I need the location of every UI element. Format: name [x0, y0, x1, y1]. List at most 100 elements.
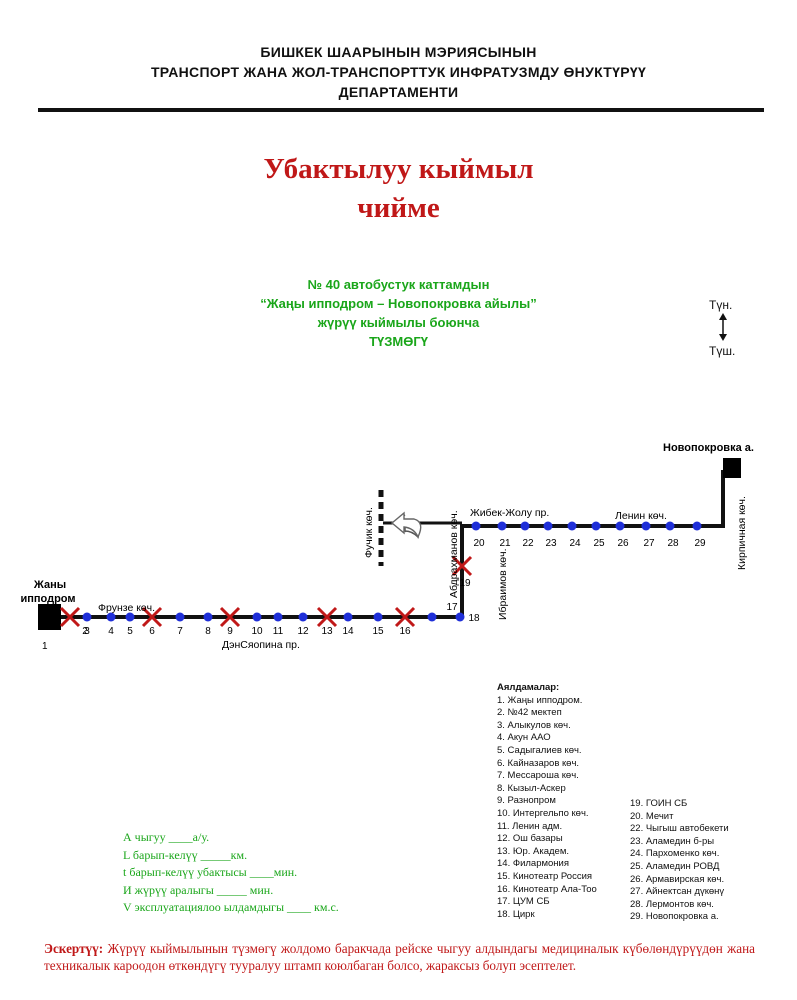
- header-line-2: ТРАНСПОРТ ЖАНА ЖОЛ-ТРАНСПОРТТУК ИНФРАТУЗ…: [150, 64, 647, 80]
- param-t: t барып-келүү убактысы ____мин.: [123, 865, 298, 880]
- stop-number: 19: [459, 578, 471, 589]
- stop-marker: [373, 612, 383, 622]
- street-densyaopina: ДэнСяопина пр.: [222, 639, 300, 651]
- stops-legend: Аялдамалар: 1. Жаңы ипподром.2. №42 мект…: [497, 682, 597, 921]
- closed-stop-icon: [316, 606, 338, 628]
- route-line-4: ТҮЗМӨГҮ: [369, 334, 428, 349]
- legend-item: 26. Армавирская көч.: [630, 873, 725, 885]
- street-kirpichnaya: Кирпичная көч.: [736, 496, 748, 570]
- stop-number: 28: [667, 538, 679, 549]
- closed-stop-icon: [394, 606, 416, 628]
- stop-number: 12: [297, 626, 309, 637]
- legend-item: 14. Филармония: [497, 858, 569, 870]
- legend-item: 25. Аламедин РОВД: [630, 860, 720, 872]
- stop-number: 24: [569, 538, 581, 549]
- stop-marker: [591, 521, 601, 531]
- legend-item: 4. Акун ААО: [497, 732, 551, 744]
- legend-item: 20. Мечит: [630, 810, 674, 822]
- stop-number: 6: [149, 626, 155, 637]
- stop-marker: [455, 612, 465, 622]
- header-line-3: ДЕПАРТАМЕНТИ: [338, 84, 459, 100]
- legend-item: 5. Садыгалиев көч.: [497, 744, 582, 756]
- footnote: Эскертүү: Жүрүү кыймылынын түзмөгү жолдо…: [44, 940, 755, 974]
- direction-arrow-icon: [719, 313, 727, 341]
- stop-number: 9: [227, 626, 233, 637]
- legend-heading: Аялдамалар:: [497, 682, 560, 693]
- terminus-end-marker: [723, 458, 741, 478]
- stop-number: 2: [82, 626, 88, 637]
- stop-number: 29: [694, 538, 706, 549]
- stop-number: 22: [522, 538, 534, 549]
- stop-number: 14: [342, 626, 354, 637]
- direction-north-label: Түн.: [709, 298, 733, 312]
- stop-number: 16: [399, 626, 411, 637]
- legend-item: 6. Кайназаров көч.: [497, 757, 580, 769]
- stop-number: 21: [499, 538, 511, 549]
- legend-item: 2. №42 мектеп: [497, 707, 562, 719]
- stop-number: 8: [205, 626, 211, 637]
- param-l: L барып-келүү _____км.: [123, 847, 248, 862]
- stop-number: 13: [321, 626, 333, 637]
- terminus-start-marker: [38, 604, 61, 630]
- legend-item: 19. ГОИН СБ: [630, 798, 688, 809]
- stop-number: 25: [593, 538, 605, 549]
- legend-item: 17. ЦУМ СБ: [497, 896, 550, 908]
- street-frunze: Фрунзе көч.: [98, 602, 155, 614]
- legend-item: 7. Мессароша көч.: [497, 770, 579, 782]
- stop-number: 7: [177, 626, 183, 637]
- street-lenin: Ленин көч.: [615, 510, 667, 522]
- footnote-label: Эскертүү:: [44, 941, 104, 956]
- stop-number: 3: [84, 626, 90, 637]
- title-line-1: Убактылуу кыймыл: [263, 153, 534, 185]
- legend-item: 28. Лермонтов көч.: [630, 898, 714, 910]
- stop-number: 17: [446, 602, 458, 613]
- stop-marker: [497, 521, 507, 531]
- stop-marker: [106, 612, 116, 622]
- legend-item: 27. Айнектсан дүкөнү: [630, 886, 725, 898]
- title-line-2: чийме: [357, 192, 440, 224]
- legend-item: 15. Кинотеатр Россия: [497, 870, 593, 882]
- param-a: А чыгуу ____а/у.: [123, 830, 210, 844]
- legend-item: 18. Цирк: [497, 908, 535, 920]
- terminus-start-label-1: Жаны: [33, 579, 66, 591]
- stop-marker: [692, 521, 702, 531]
- route-line-2: “Жаңы ипподром – Новопокровка айылы”: [260, 296, 537, 311]
- stop-marker: [615, 521, 625, 531]
- stop-number: 4: [108, 626, 114, 637]
- legend-item: 29. Новопокровка а.: [630, 911, 719, 923]
- route-parameters: А чыгуу ____а/у. L барып-келүү _____км. …: [123, 829, 339, 917]
- stop-marker: [471, 521, 481, 531]
- stop-marker: [641, 521, 651, 531]
- route-line-3: жүрүү кыймылы боюнча: [317, 315, 480, 330]
- stop-number: 18: [468, 613, 480, 624]
- stop-marker: [82, 612, 92, 622]
- legend-item: 9. Разнопром: [497, 795, 556, 807]
- stop-marker: [273, 612, 283, 622]
- legend-item: 10. Интергельпо көч.: [497, 807, 589, 819]
- stop-number: 15: [372, 626, 384, 637]
- stop-number: 10: [251, 626, 263, 637]
- stop-marker: [427, 612, 437, 622]
- stop-number: 27: [643, 538, 655, 549]
- closed-stop-icon: [59, 606, 81, 628]
- legend-item: 12. Ош базары: [497, 833, 563, 845]
- street-fuchik: Фучик көч.: [363, 507, 375, 558]
- legend-item: 11. Ленин адм.: [497, 820, 563, 832]
- direction-south-label: Түш.: [709, 344, 736, 358]
- stop-number: 26: [617, 538, 629, 549]
- closed-stop-icon: [451, 555, 473, 577]
- legend-item: 16. Кинотеатр Ала-Тоо: [497, 883, 597, 895]
- footnote-text: Жүрүү кыймылынын түзмөгү жолдомо баракча…: [44, 941, 755, 973]
- street-abdrakhmanov: Абдрахманов көч.: [448, 510, 460, 598]
- stop-number: 5: [127, 626, 133, 637]
- stop-marker: [665, 521, 675, 531]
- street-zhibek: Жибек-Жолу пр.: [470, 507, 549, 519]
- stop-marker: [298, 612, 308, 622]
- stop-marker: [520, 521, 530, 531]
- route-line-1: № 40 автобустук каттамдын: [307, 277, 490, 292]
- legend-item: 1. Жаңы ипподром.: [497, 694, 583, 706]
- legend-item: 13. Юр. Академ.: [497, 845, 569, 857]
- legend-item: 8. Кызыл-Аскер: [497, 782, 566, 794]
- legend-item: 23. Аламедин б-ры: [630, 835, 715, 847]
- terminus-end-label: Новопокровка а.: [663, 442, 754, 454]
